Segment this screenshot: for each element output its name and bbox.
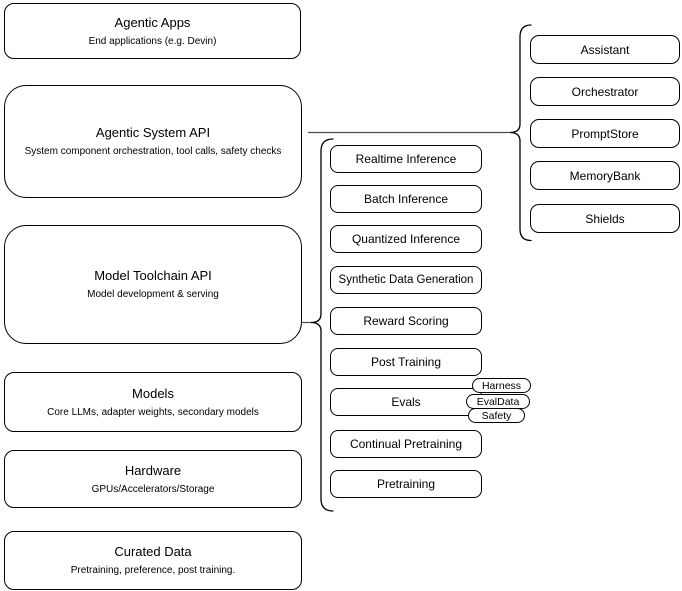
box-subtitle: Core LLMs, adapter weights, secondary mo… — [47, 406, 259, 418]
toolchain-item-pretraining: Pretraining — [330, 470, 482, 498]
toolchain-item-reward-scoring: Reward Scoring — [330, 307, 482, 335]
eval-tag-harness: Harness — [472, 378, 531, 393]
component-orchestrator: Orchestrator — [530, 77, 680, 106]
hardware-box: Hardware GPUs/Accelerators/Storage — [4, 450, 302, 508]
agentic-apps-box: Agentic Apps End applications (e.g. Devi… — [4, 3, 301, 59]
box-subtitle: End applications (e.g. Devin) — [88, 35, 217, 47]
components-brace — [509, 24, 532, 242]
models-box: Models Core LLMs, adapter weights, secon… — [4, 372, 302, 432]
box-title: Model Toolchain API — [94, 268, 212, 283]
toolchain-item-batch-inference: Batch Inference — [330, 185, 482, 213]
box-subtitle: System component orchestration, tool cal… — [24, 146, 282, 157]
box-title: Models — [132, 385, 174, 401]
toolchain-item-synthetic-data-generation: Synthetic Data Generation — [330, 266, 482, 294]
model-toolchain-api-box: Model Toolchain API Model development & … — [4, 225, 302, 344]
eval-tag-evaldata: EvalData — [466, 394, 530, 409]
toolchain-item-evals: Evals — [330, 388, 482, 416]
box-subtitle: Pretraining, preference, post training. — [70, 565, 236, 576]
curated-data-box: Curated Data Pretraining, preference, po… — [4, 531, 302, 590]
eval-tag-safety: Safety — [468, 408, 525, 423]
toolchain-item-continual-pretraining: Continual Pretraining — [330, 430, 482, 458]
box-subtitle: Model development & serving — [87, 289, 219, 300]
box-title: Agentic System API — [95, 125, 211, 140]
box-title: Agentic Apps — [114, 14, 191, 30]
toolchain-item-realtime-inference: Realtime Inference — [330, 145, 482, 173]
component-memorybank: MemoryBank — [530, 161, 680, 190]
component-promptstore: PromptStore — [530, 119, 680, 148]
box-title: Hardware — [124, 462, 182, 478]
box-title: Curated Data — [114, 544, 192, 559]
component-shields: Shields — [530, 204, 680, 233]
component-assistant: Assistant — [530, 35, 680, 64]
toolchain-item-post-training: Post Training — [330, 348, 482, 376]
box-subtitle: GPUs/Accelerators/Storage — [91, 483, 215, 495]
agentic-system-api-box: Agentic System API System component orch… — [4, 85, 302, 198]
toolchain-item-quantized-inference: Quantized Inference — [330, 225, 482, 253]
